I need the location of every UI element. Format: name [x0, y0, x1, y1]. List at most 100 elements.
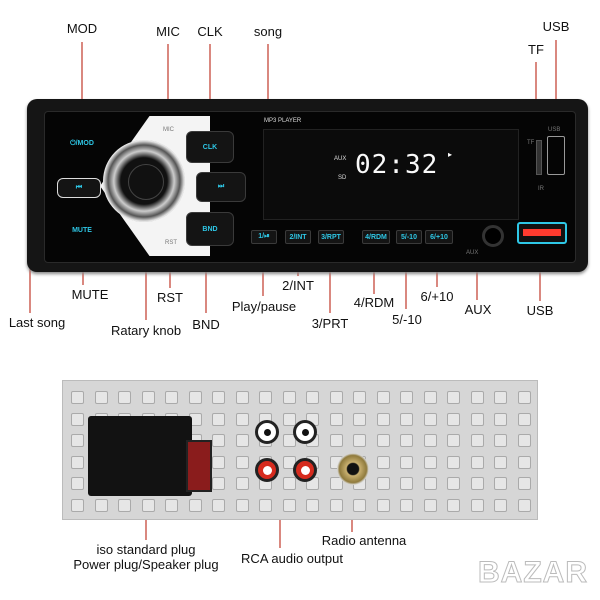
vent-square — [494, 434, 507, 447]
vent-square — [400, 455, 413, 469]
vent-square — [423, 412, 437, 426]
vent-square — [306, 498, 319, 512]
vent-square — [447, 412, 460, 426]
mic-label: MIC — [156, 24, 180, 39]
vent-square — [447, 391, 460, 404]
vent-square — [329, 412, 343, 426]
vent-square — [235, 477, 249, 490]
vent-square — [517, 412, 531, 426]
plus10-label: 6/+10 — [420, 289, 454, 304]
rdm-label: 4/RDM — [353, 295, 395, 310]
ir-text: IR — [538, 186, 544, 192]
rca-red-right — [293, 458, 317, 482]
aux-label: AUX — [464, 302, 492, 317]
display-sd: SD — [338, 175, 347, 181]
vent-square — [165, 391, 178, 404]
preset-4[interactable]: 4/RDM — [362, 230, 390, 244]
rca-white-left — [255, 420, 279, 444]
vent-square — [400, 412, 413, 426]
tf-slot[interactable] — [536, 140, 542, 175]
vent-square — [470, 477, 484, 490]
vent-square — [470, 434, 484, 447]
vent-square — [447, 498, 460, 512]
bnd-label: BND — [192, 317, 220, 332]
mute-button[interactable]: MUTE — [72, 226, 92, 234]
vent-square — [118, 498, 131, 512]
usb-port[interactable] — [547, 136, 565, 175]
vent-square — [329, 498, 343, 512]
vent-square — [141, 498, 155, 512]
lcd-display — [263, 129, 519, 220]
vent-square — [400, 391, 413, 404]
vent-square — [71, 498, 84, 512]
usb-charge-port[interactable] — [517, 222, 567, 244]
vent-square — [329, 391, 343, 404]
vent-square — [400, 434, 413, 447]
aux-jack[interactable] — [482, 225, 504, 247]
rca-white-right — [293, 420, 317, 444]
antenna-label: Radio antenna — [321, 533, 407, 548]
preset-1[interactable]: 1/⏯ — [251, 230, 277, 244]
mod-button[interactable]: ⏻/MOD — [70, 140, 94, 147]
vent-square — [212, 434, 225, 447]
antenna-socket — [337, 453, 369, 485]
vent-square — [353, 391, 366, 404]
vent-square — [353, 412, 366, 426]
watermark: BAZAR — [478, 556, 588, 590]
vent-square — [470, 412, 484, 426]
vent-square — [376, 391, 390, 404]
vent-square — [306, 391, 319, 404]
vent-square — [400, 498, 413, 512]
vent-square — [376, 477, 390, 490]
play-pause-label: Play/pause — [231, 299, 297, 314]
iso-label-1: iso standard plug — [96, 542, 196, 557]
vent-square — [517, 434, 531, 447]
preset-2[interactable]: 2/INT — [285, 230, 311, 244]
song-label: song — [253, 24, 283, 39]
vent-square — [282, 477, 296, 490]
prev-button[interactable]: ⏮ — [57, 178, 101, 198]
preset-6[interactable]: 6/+10 — [425, 230, 453, 244]
rca-label: RCA audio output — [241, 551, 343, 566]
vent-square — [212, 391, 225, 404]
display-time: 02:32 — [355, 150, 439, 180]
vent-square — [282, 391, 296, 404]
vent-square — [423, 498, 437, 512]
vent-square — [235, 434, 249, 447]
vent-square — [423, 477, 437, 490]
vent-square — [118, 391, 131, 404]
vent-square — [165, 498, 178, 512]
vent-square — [212, 498, 225, 512]
iso-label-2: Power plug/Speaker plug — [73, 557, 219, 572]
vent-square — [447, 455, 460, 469]
vent-square — [94, 391, 108, 404]
vent-square — [423, 434, 437, 447]
vent-square — [517, 391, 531, 404]
aux-text: AUX — [466, 250, 479, 256]
usb-top-label: USB — [542, 19, 570, 34]
vent-square — [517, 455, 531, 469]
vent-square — [259, 498, 272, 512]
vent-square — [188, 391, 202, 404]
clk-button[interactable]: CLK — [186, 131, 234, 163]
vent-square — [494, 455, 507, 469]
vent-square — [517, 498, 531, 512]
next-button[interactable]: ⏭ — [196, 172, 246, 202]
display-aux: AUX — [334, 156, 347, 162]
int-label: 2/INT — [282, 278, 314, 293]
knob-label: Ratary knob — [110, 323, 182, 338]
prt-label: 3/PRT — [311, 316, 349, 331]
preset-3[interactable]: 3/RPT — [318, 230, 344, 244]
knob-center[interactable] — [128, 164, 164, 200]
vent-square — [470, 498, 484, 512]
preset-5[interactable]: 5/-10 — [396, 230, 422, 244]
rca-red-left — [255, 458, 279, 482]
vent-square — [494, 412, 507, 426]
tf-text: TF — [527, 140, 535, 146]
vent-square — [71, 455, 84, 469]
bnd-button[interactable]: BND — [186, 212, 234, 246]
vent-square — [423, 455, 437, 469]
minus10-label: 5/-10 — [392, 312, 422, 327]
model-label: MP3 PLAYER — [264, 118, 302, 124]
